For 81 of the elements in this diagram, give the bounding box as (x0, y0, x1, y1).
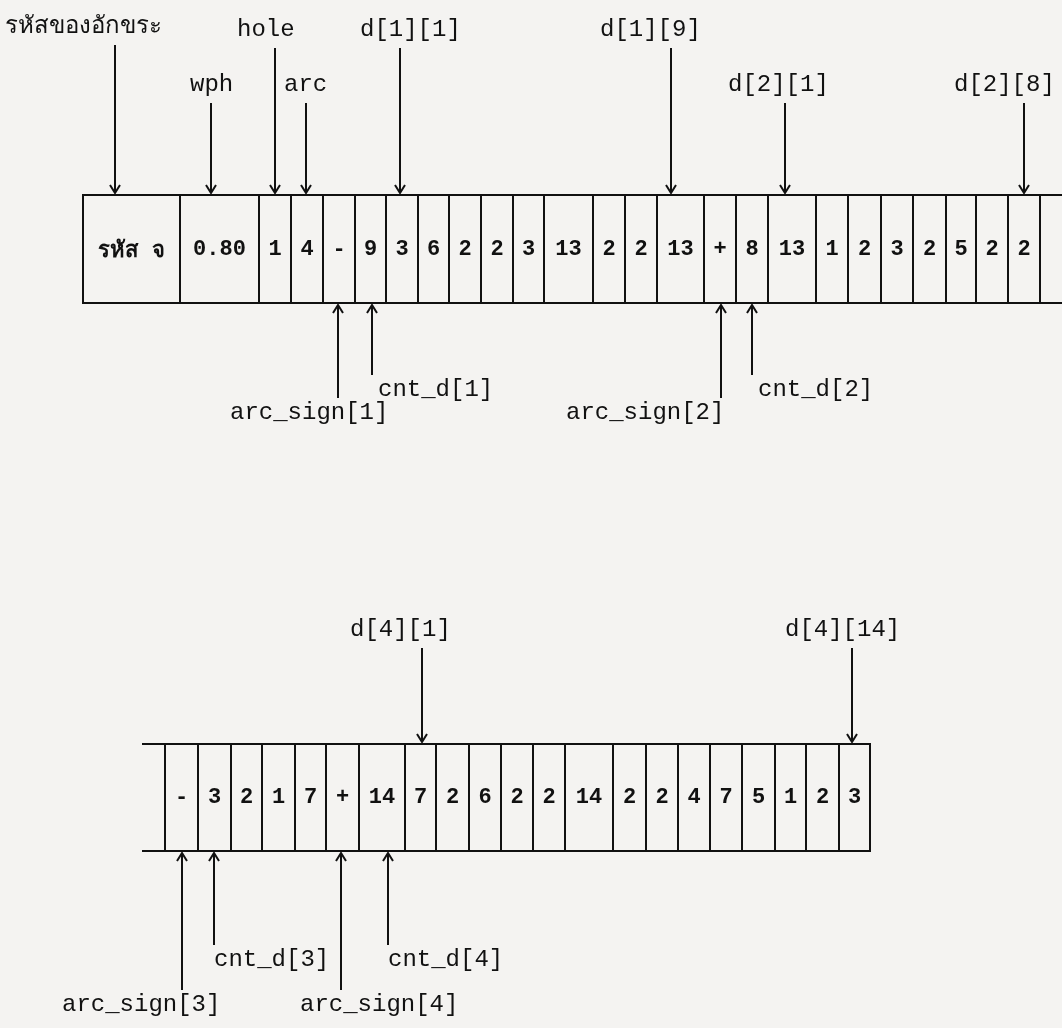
array-cell: 7 (294, 743, 327, 852)
array-cell: 13 (767, 194, 817, 304)
leader-arrow (335, 852, 347, 991)
leader-arrow (205, 102, 217, 194)
leader-arrow (665, 47, 677, 194)
leader-arrow (176, 852, 188, 991)
variable-label: arc (284, 70, 328, 100)
variable-label: cnt_d[4] (382, 945, 504, 975)
array-cell: - (164, 743, 199, 852)
array-cell: 6 (468, 743, 502, 852)
variable-label: d[4][1] (350, 615, 451, 645)
array-cell: 2 (975, 194, 1009, 304)
leader-arrow (332, 304, 344, 399)
array-cell: 3 (838, 743, 871, 852)
array-cell: 13 (543, 194, 594, 304)
array-cell: 2 (645, 743, 679, 852)
array-cell: 2 (1007, 194, 1041, 304)
array-cell: 4 (677, 743, 711, 852)
variable-label: arc_sign[2] (566, 398, 725, 428)
leader-arrow (846, 647, 858, 743)
variable-label: d[2][8] (954, 70, 1055, 100)
array-cell: 5 (945, 194, 977, 304)
leader-arrow (269, 47, 281, 194)
leader-arrow (715, 304, 727, 399)
array-cell: 14 (358, 743, 406, 852)
variable-label: wph (190, 70, 234, 100)
array-cell: + (325, 743, 360, 852)
array-cell: 5 (741, 743, 776, 852)
variable-label: hole (237, 15, 295, 45)
array-cell: 8 (735, 194, 769, 304)
array-cell: - (322, 194, 356, 304)
array-cell: 2 (480, 194, 514, 304)
variable-label: รหัสของอักขระ (5, 12, 162, 42)
array-cell: 1 (258, 194, 292, 304)
leader-arrow (208, 852, 220, 946)
array-cell: 6 (417, 194, 450, 304)
array-cell: + (703, 194, 737, 304)
array-cell: 3 (385, 194, 419, 304)
array-cell: 3 (880, 194, 914, 304)
array-cell: 2 (805, 743, 840, 852)
array-cell: 2 (592, 194, 626, 304)
array-cell: 4 (290, 194, 324, 304)
variable-label: arc_sign[3] (62, 990, 221, 1020)
array-cell: 2 (912, 194, 947, 304)
variable-label: arc_sign[1] (230, 398, 389, 428)
array-cell: 1 (261, 743, 296, 852)
array-cell: 2 (448, 194, 482, 304)
array-cell: 1 (815, 194, 849, 304)
variable-label: arc_sign[4] (300, 990, 459, 1020)
array-cell: 2 (230, 743, 263, 852)
array-cell: 2 (624, 194, 658, 304)
leader-arrow (1018, 102, 1030, 194)
array-cell: 9 (354, 194, 387, 304)
array-cell: 2 (612, 743, 647, 852)
array-cell: 2 (500, 743, 534, 852)
leader-arrow (300, 102, 312, 194)
array-cell: 2 (847, 194, 882, 304)
leader-arrow (109, 44, 121, 194)
array-cell: 3 (512, 194, 545, 304)
leader-arrow (382, 852, 394, 946)
array-cell: 0.80 (179, 194, 260, 304)
variable-label: cnt_d[3] (208, 945, 330, 975)
array-cell: 7 (709, 743, 743, 852)
array-cell: 2 (532, 743, 566, 852)
array-cell: 13 (656, 194, 705, 304)
array-cell: รหัส จ (82, 194, 181, 304)
leader-arrow (394, 47, 406, 194)
leader-arrow (416, 647, 428, 743)
leader-arrow (366, 304, 378, 376)
leader-arrow (779, 102, 791, 194)
variable-label: d[2][1] (728, 70, 829, 100)
array-cell: 3 (197, 743, 232, 852)
array-cell: 2 (435, 743, 470, 852)
variable-label: d[1][9] (600, 15, 701, 45)
variable-label: d[4][14] (785, 615, 901, 645)
variable-label: cnt_d[2] (752, 375, 874, 405)
array-cell: 1 (774, 743, 807, 852)
array-cell: 14 (564, 743, 614, 852)
array-cell: 7 (404, 743, 437, 852)
variable-label: d[1][1] (360, 15, 461, 45)
leader-arrow (746, 304, 758, 376)
